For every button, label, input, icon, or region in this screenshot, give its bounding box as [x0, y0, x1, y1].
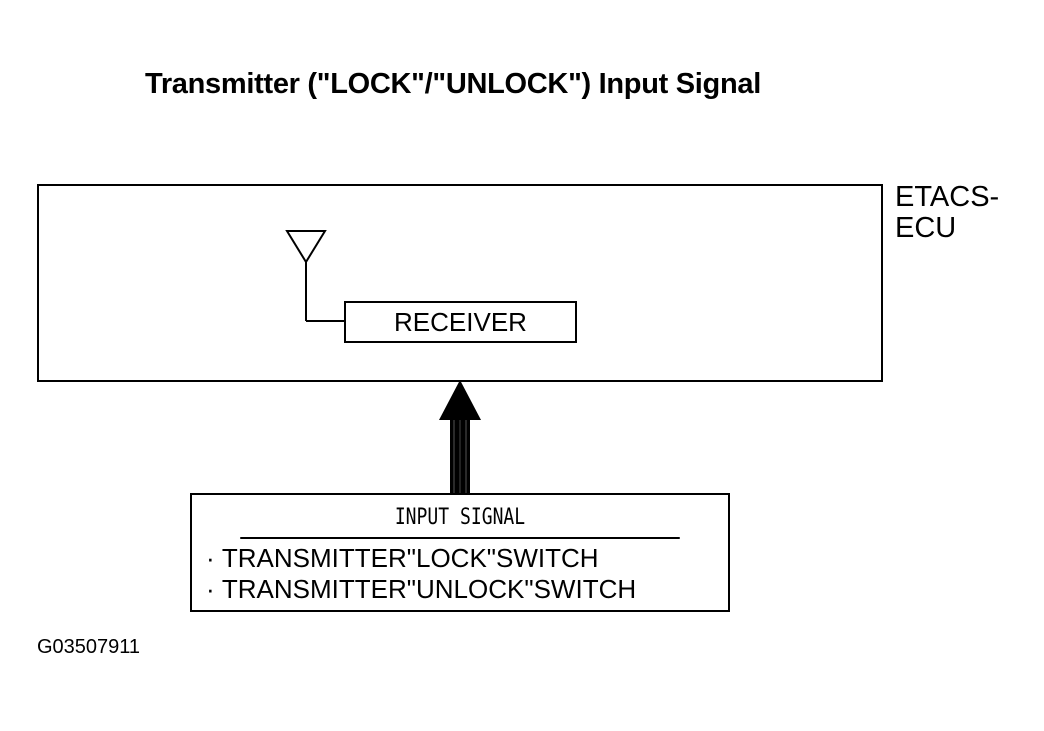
input-signal-header: INPUT SIGNAL: [240, 495, 680, 539]
etacs-ecu-label: ETACS- ECU: [895, 182, 999, 244]
input-signal-table: INPUT SIGNAL TRANSMITTER"LOCK"SWITCH TRA…: [190, 493, 730, 612]
input-signal-item-lock: TRANSMITTER"LOCK"SWITCH: [206, 543, 636, 574]
antenna-icon: [285, 230, 344, 322]
ecu-label-line2: ECU: [895, 212, 957, 244]
receiver-box: RECEIVER: [344, 301, 577, 343]
figure-code: G03507911: [37, 636, 141, 658]
input-signal-list: TRANSMITTER"LOCK"SWITCH TRANSMITTER"UNLO…: [206, 543, 636, 605]
up-arrow-icon: [439, 380, 481, 494]
diagram-title: Transmitter ("LOCK"/"UNLOCK") Input Sign…: [145, 68, 761, 100]
input-signal-item-unlock: TRANSMITTER"UNLOCK"SWITCH: [206, 574, 636, 605]
ecu-label-line1: ETACS-: [895, 181, 1000, 213]
